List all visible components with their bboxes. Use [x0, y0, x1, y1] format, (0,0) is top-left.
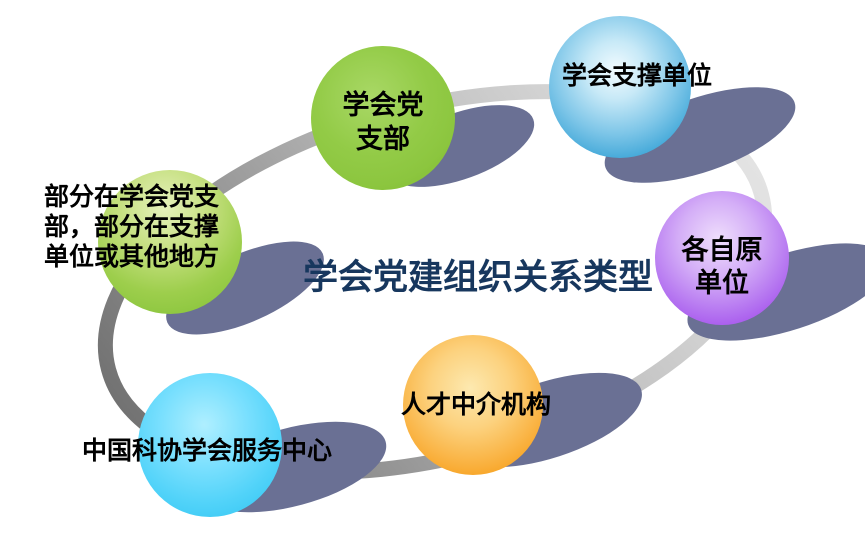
partial-node-label: 部分在学会党支 部，部分在支撑 单位或其他地方: [44, 183, 219, 273]
support-unit-label: 学会支撑单位: [562, 63, 713, 90]
original-unit-label-line1: 各自原: [681, 235, 763, 265]
original-unit-label-line2: 单位: [695, 268, 749, 298]
diagram-title: 学会党建组织关系类型: [303, 258, 654, 297]
service-center-sphere: [138, 373, 282, 517]
original-unit-sphere: [655, 191, 789, 325]
service-center-label: 中国科协学会服务中心: [82, 438, 333, 465]
support-unit-sphere: [549, 16, 691, 158]
partial-node-label-line3: 单位或其他地方: [44, 244, 220, 271]
partial-node-label-line1: 部分在学会党支: [44, 184, 220, 211]
party-branch-label: 学会党 支部: [311, 88, 455, 156]
party-branch-label-line1: 学会党: [342, 90, 424, 120]
party-branch-label-line2: 支部: [356, 124, 410, 154]
partial-node-sphere: [98, 170, 242, 314]
party-branch-sphere: [311, 46, 455, 190]
original-unit-label: 各自原 单位: [655, 234, 789, 300]
partial-node-label-line2: 部，部分在支撑: [44, 214, 220, 241]
talent-agency-label: 人才中介机构: [401, 392, 552, 419]
talent-agency-sphere: [403, 335, 543, 475]
